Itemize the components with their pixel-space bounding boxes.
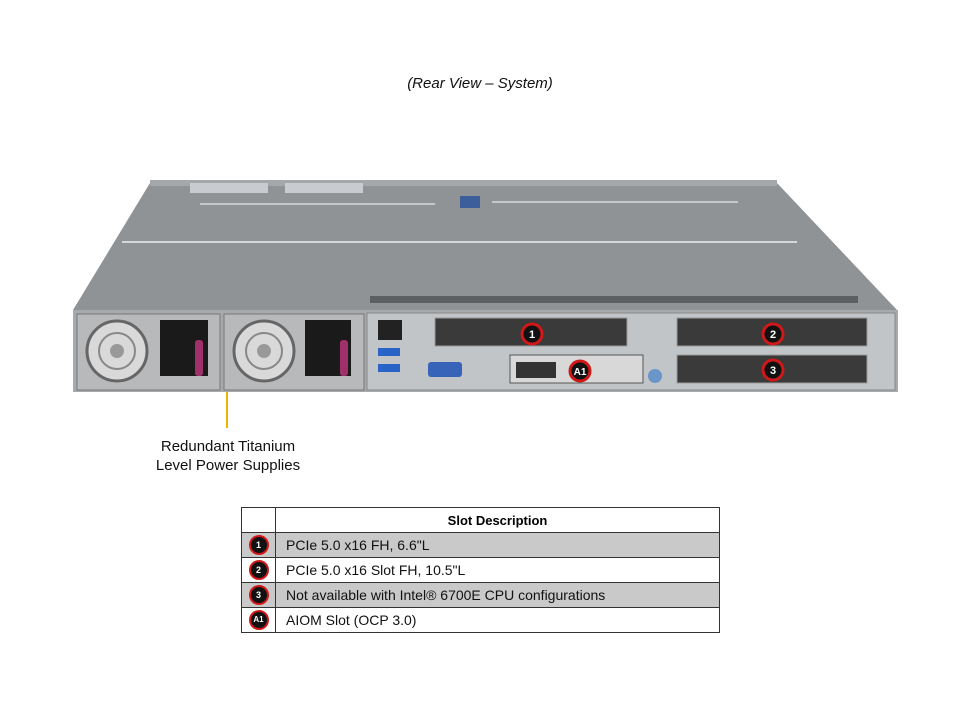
- table-row: 3 Not available with Intel® 6700E CPU con…: [241, 582, 720, 608]
- release-latch: [460, 196, 480, 208]
- table-header: Slot Description: [275, 507, 720, 533]
- power-supply-1: [76, 313, 221, 391]
- chassis-top-cover: [73, 183, 897, 310]
- psu-callout-line1: Redundant Titanium: [160, 438, 296, 455]
- slot-badge: 2: [248, 560, 269, 580]
- view-caption: (Rear View – System): [407, 75, 553, 92]
- label-sticker: [190, 183, 268, 193]
- table-row: 2 PCIe 5.0 x16 Slot FH, 10.5"L: [241, 557, 720, 583]
- ethernet-port: [378, 320, 402, 340]
- label-sticker: [285, 183, 363, 193]
- marker-label: 1: [529, 329, 535, 341]
- psu-callout-line2: Level Power Supplies: [155, 457, 301, 474]
- table-row: 1 PCIe 5.0 x16 FH, 6.6"L: [241, 532, 720, 558]
- slot-description: PCIe 5.0 x16 FH, 6.6"L: [275, 532, 720, 558]
- usb-port: [378, 364, 400, 372]
- slot-description: Not available with Intel® 6700E CPU conf…: [275, 582, 720, 608]
- thumbscrew: [648, 369, 662, 383]
- vga-port: [428, 362, 462, 377]
- psu-callout: Redundant Titanium Level Power Supplies: [128, 437, 328, 475]
- slot-badge: A1: [248, 610, 269, 630]
- marker-label: 2: [770, 329, 776, 341]
- header-blank: [241, 507, 276, 533]
- marker-slot-1: 1: [520, 322, 544, 346]
- power-supply-2: [223, 313, 365, 391]
- marker-label: 3: [770, 365, 776, 377]
- slot-description: AIOM Slot (OCP 3.0): [275, 607, 720, 633]
- slot-description: PCIe 5.0 x16 Slot FH, 10.5"L: [275, 557, 720, 583]
- marker-slot-3: 3: [761, 358, 785, 382]
- slot-description-table: Slot Description 1 PCIe 5.0 x16 FH, 6.6"L…: [241, 507, 720, 633]
- slot-badge: 3: [248, 585, 269, 605]
- usb-port: [378, 348, 400, 356]
- marker-slot-2: 2: [761, 322, 785, 346]
- marker-label: A1: [574, 367, 587, 378]
- vent-holes: [370, 296, 858, 303]
- table-row: A1 AIOM Slot (OCP 3.0): [241, 607, 720, 633]
- slot-badge: 1: [248, 535, 269, 555]
- marker-aiom: A1: [568, 359, 592, 383]
